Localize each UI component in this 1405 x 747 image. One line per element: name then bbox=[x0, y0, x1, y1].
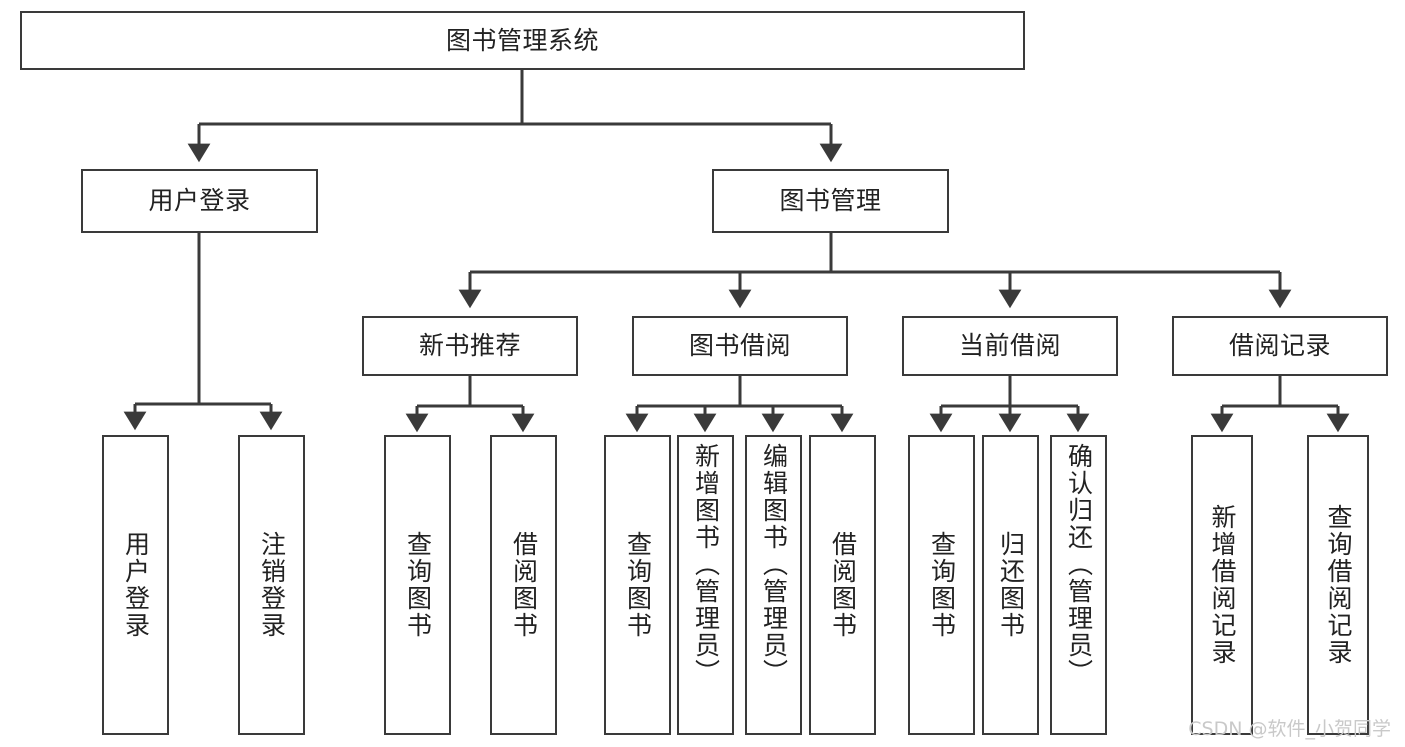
node-label: 查询借阅记录 bbox=[1324, 504, 1353, 666]
node-label: 当前借阅 bbox=[958, 331, 1061, 361]
leaf-add-borrow-record[interactable]: 新增借阅记录 bbox=[1191, 435, 1253, 735]
node-new-book-recommendation[interactable]: 新书推荐 bbox=[362, 316, 578, 376]
node-label: 用户登录 bbox=[148, 186, 251, 216]
leaf-query-borrow-record[interactable]: 查询借阅记录 bbox=[1307, 435, 1369, 735]
node-label: 新增图书（管理员） bbox=[691, 443, 721, 686]
leaf-edit-book-admin[interactable]: 编辑图书（管理员） bbox=[745, 435, 802, 735]
leaf-borrow-book-recommendation[interactable]: 借阅图书 bbox=[490, 435, 557, 735]
node-label: 图书管理系统 bbox=[445, 25, 599, 55]
node-borrowing-record[interactable]: 借阅记录 bbox=[1172, 316, 1388, 376]
node-label: 查询图书 bbox=[623, 531, 653, 639]
node-label: 借阅图书 bbox=[828, 531, 858, 639]
leaf-confirm-return-admin[interactable]: 确认归还（管理员） bbox=[1050, 435, 1107, 735]
leaf-return-book[interactable]: 归还图书 bbox=[982, 435, 1039, 735]
node-label: 借阅图书 bbox=[509, 531, 539, 639]
leaf-user-login[interactable]: 用户登录 bbox=[102, 435, 169, 735]
leaf-user-logout[interactable]: 注销登录 bbox=[238, 435, 305, 735]
node-label: 查询图书 bbox=[927, 531, 957, 639]
node-label: 新书推荐 bbox=[418, 331, 521, 361]
node-label: 确认归还（管理员） bbox=[1064, 443, 1094, 686]
node-label: 新增借阅记录 bbox=[1208, 504, 1237, 666]
node-label: 查询图书 bbox=[403, 531, 433, 639]
leaf-query-book-recommendation[interactable]: 查询图书 bbox=[384, 435, 451, 735]
node-label: 编辑图书（管理员） bbox=[759, 443, 789, 686]
node-root-book-management-system[interactable]: 图书管理系统 bbox=[20, 11, 1025, 70]
node-label: 归还图书 bbox=[996, 531, 1026, 639]
csdn-watermark: CSDN @软件_小贺同学 bbox=[1188, 718, 1391, 740]
node-label: 借阅记录 bbox=[1228, 331, 1331, 361]
node-current-borrowing[interactable]: 当前借阅 bbox=[902, 316, 1118, 376]
node-label: 注销登录 bbox=[257, 531, 287, 639]
leaf-query-book-borrowing[interactable]: 查询图书 bbox=[604, 435, 671, 735]
node-label: 图书借阅 bbox=[688, 331, 791, 361]
node-user-login[interactable]: 用户登录 bbox=[81, 169, 318, 233]
leaf-add-book-admin[interactable]: 新增图书（管理员） bbox=[677, 435, 734, 735]
node-book-management[interactable]: 图书管理 bbox=[712, 169, 949, 233]
node-label: 用户登录 bbox=[121, 531, 151, 639]
leaf-query-book-current[interactable]: 查询图书 bbox=[908, 435, 975, 735]
node-label: 图书管理 bbox=[779, 186, 882, 216]
node-book-borrowing[interactable]: 图书借阅 bbox=[632, 316, 848, 376]
leaf-borrow-book-borrowing[interactable]: 借阅图书 bbox=[809, 435, 876, 735]
